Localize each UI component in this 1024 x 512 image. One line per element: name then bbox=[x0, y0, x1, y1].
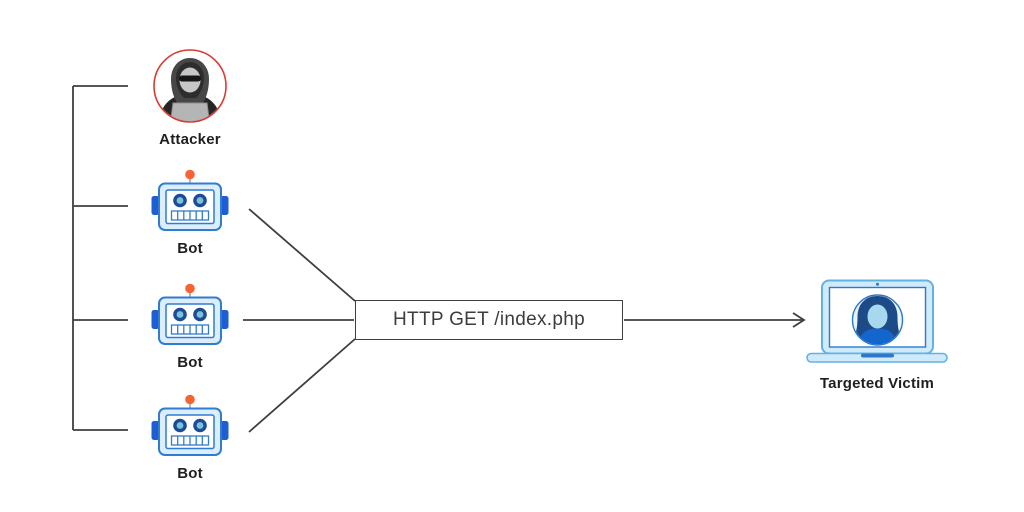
antenna-dot bbox=[185, 283, 195, 294]
bot-node-3: Bot bbox=[150, 394, 230, 482]
sunglasses bbox=[179, 75, 201, 82]
bot-icon bbox=[151, 394, 229, 456]
attacker-label: Attacker bbox=[159, 131, 221, 148]
bot-label: Bot bbox=[177, 354, 203, 371]
victim-node: Targeted Victim bbox=[802, 278, 952, 392]
bot-node-2: Bot bbox=[150, 283, 230, 371]
http-request-label: HTTP GET /index.php bbox=[393, 309, 585, 330]
bot-node-1: Bot bbox=[150, 169, 230, 257]
bot-label: Bot bbox=[177, 240, 203, 257]
http-request-box: HTTP GET /index.php bbox=[355, 300, 623, 340]
antenna-dot bbox=[185, 169, 195, 180]
arrowhead bbox=[792, 312, 806, 328]
bot-icon bbox=[151, 169, 229, 231]
attacker-icon bbox=[153, 49, 227, 123]
antenna-dot bbox=[185, 394, 195, 405]
victim-laptop-icon bbox=[806, 279, 948, 363]
bot-label: Bot bbox=[177, 465, 203, 482]
bot3-to-box-line bbox=[248, 338, 356, 433]
bot-icon bbox=[151, 283, 229, 345]
victim-label: Targeted Victim bbox=[819, 375, 935, 392]
webcam-dot bbox=[876, 282, 879, 286]
attacker-node: Attacker bbox=[140, 46, 240, 148]
bot1-to-box-line bbox=[248, 208, 356, 302]
